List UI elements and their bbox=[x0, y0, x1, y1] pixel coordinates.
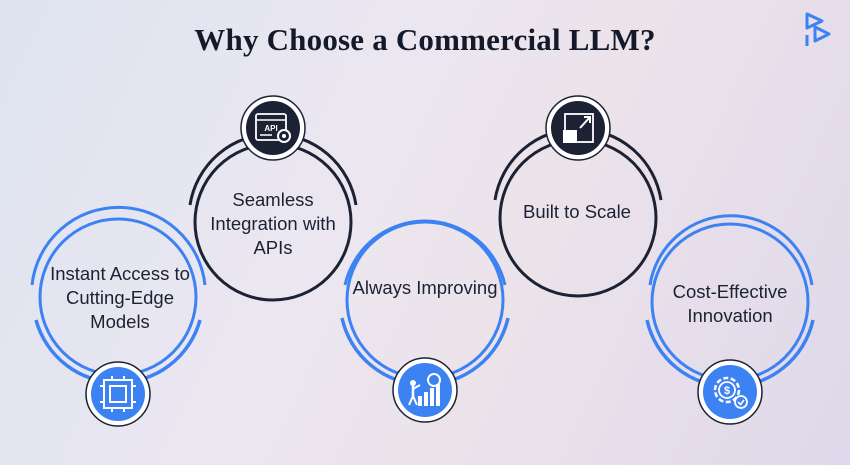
svg-text:$: $ bbox=[724, 385, 730, 397]
page-title: Why Choose a Commercial LLM? bbox=[194, 22, 656, 57]
chip-icon bbox=[85, 361, 151, 427]
brand-logo-icon bbox=[805, 12, 831, 46]
step-1-label: Instant Access to Cutting-Edge Models bbox=[50, 263, 190, 332]
step-5-label: Cost-Effective Innovation bbox=[672, 281, 788, 326]
growth-gear-icon bbox=[392, 357, 458, 423]
step-3-label: Always Improving bbox=[352, 277, 498, 298]
step-2-label: Seamless Integration with APIs bbox=[210, 189, 336, 258]
step-4-label: Built to Scale bbox=[523, 201, 631, 222]
expand-arrows-icon bbox=[545, 95, 611, 161]
dollar-gear-icon: $ bbox=[697, 359, 763, 425]
svg-text:API: API bbox=[264, 124, 277, 133]
api-gear-icon: API bbox=[240, 95, 306, 161]
